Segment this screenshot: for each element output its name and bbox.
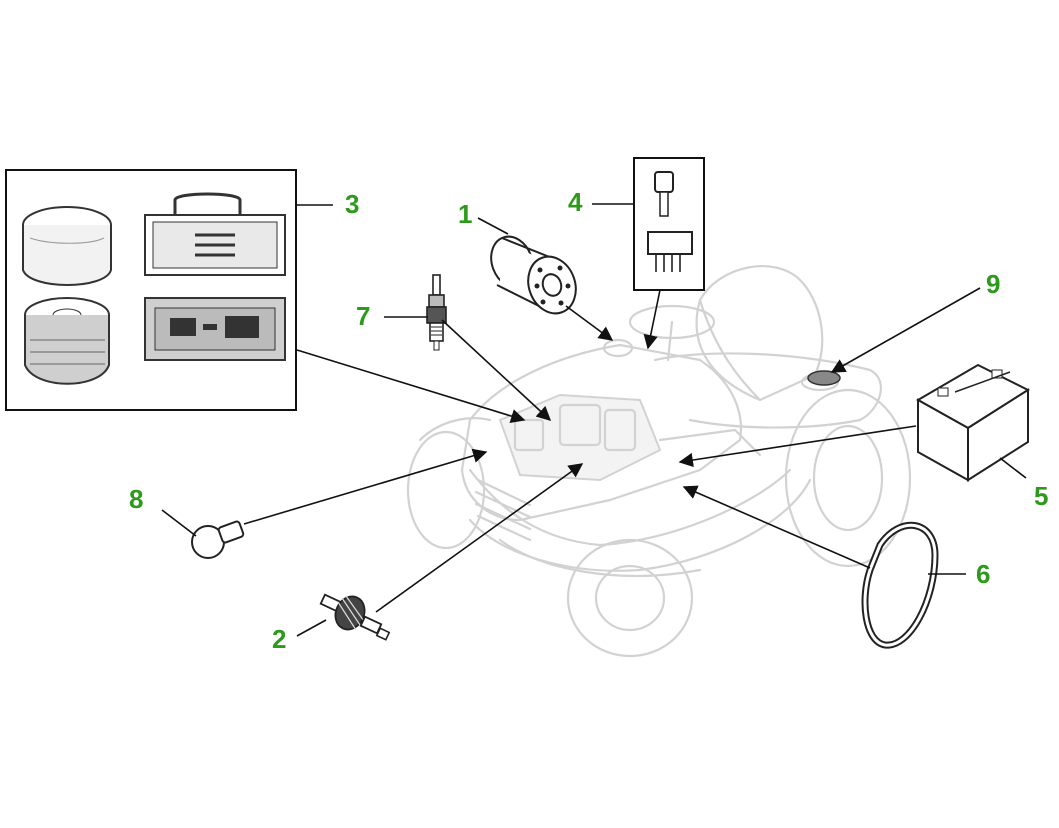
battery-icon	[915, 363, 1031, 482]
leader-lines	[161, 203, 1027, 637]
callout-7: 7	[356, 301, 370, 331]
ignition-key-icon	[654, 171, 674, 217]
oval-pre-filter-icon	[22, 206, 112, 286]
panel-air-filter-icon	[144, 192, 286, 276]
ignition-switch-box	[633, 157, 705, 291]
oil-filter-icon	[490, 235, 577, 315]
panel-pre-cleaner-icon	[144, 297, 286, 361]
callout-labels: 1 2 3 4 5 6 7 8 9	[129, 187, 1048, 654]
riding-mower-outline	[406, 265, 912, 658]
air-filter-kit-box	[5, 169, 297, 411]
fuel-cap-icon	[807, 370, 841, 386]
light-bulb-icon	[191, 520, 245, 559]
callout-4: 4	[568, 187, 583, 217]
callout-2: 2	[272, 624, 286, 654]
callout-9: 9	[986, 269, 1000, 299]
drive-belt-icon	[861, 521, 939, 649]
oval-air-filter-icon	[24, 297, 110, 385]
callout-5: 5	[1034, 481, 1048, 511]
callout-3: 3	[345, 189, 359, 219]
ignition-switch-icon	[647, 231, 693, 272]
spark-plug-icon	[426, 274, 447, 351]
callout-8: 8	[129, 484, 143, 514]
callout-6: 6	[976, 559, 990, 589]
callout-1: 1	[458, 199, 472, 229]
fuel-filter-icon	[319, 593, 391, 641]
